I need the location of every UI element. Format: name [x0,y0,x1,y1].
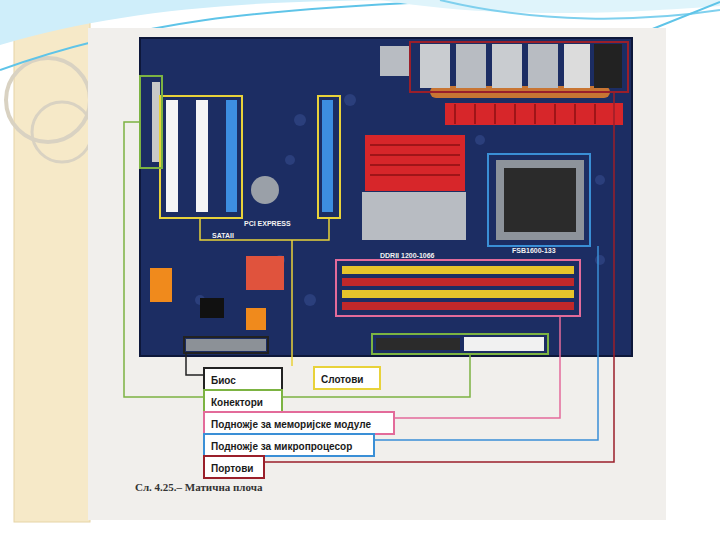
label-box: Портови [203,455,265,479]
label-box: Подножје за микропроцесор [203,433,375,457]
label-text: Подножје за меморијске модуле [211,419,371,431]
label-text: Портови [211,463,253,475]
board-print: PCI EXPRESS [244,220,291,228]
board-print: DDRII 1200-1066 [380,252,434,260]
leader-lines [124,92,614,462]
label-text: Биос [211,375,236,387]
scanned-page [88,28,666,520]
label-box: Биос [203,367,283,391]
label-box: Подножје за меморијске модуле [203,411,395,435]
label-text: Конектори [211,397,263,409]
motherboard [140,38,632,356]
label-box: Конектори [203,389,283,413]
label-text: Подножје за микропроцесор [211,441,352,453]
label-text: Слотови [321,374,363,386]
label-box: Слотови [313,366,381,390]
figure-caption: Сл. 4.25.– Матична плоча [135,481,262,493]
board-print: FSB1600-133 [512,247,556,255]
region-outlines [140,42,628,354]
board-print: SATAII [212,232,234,240]
